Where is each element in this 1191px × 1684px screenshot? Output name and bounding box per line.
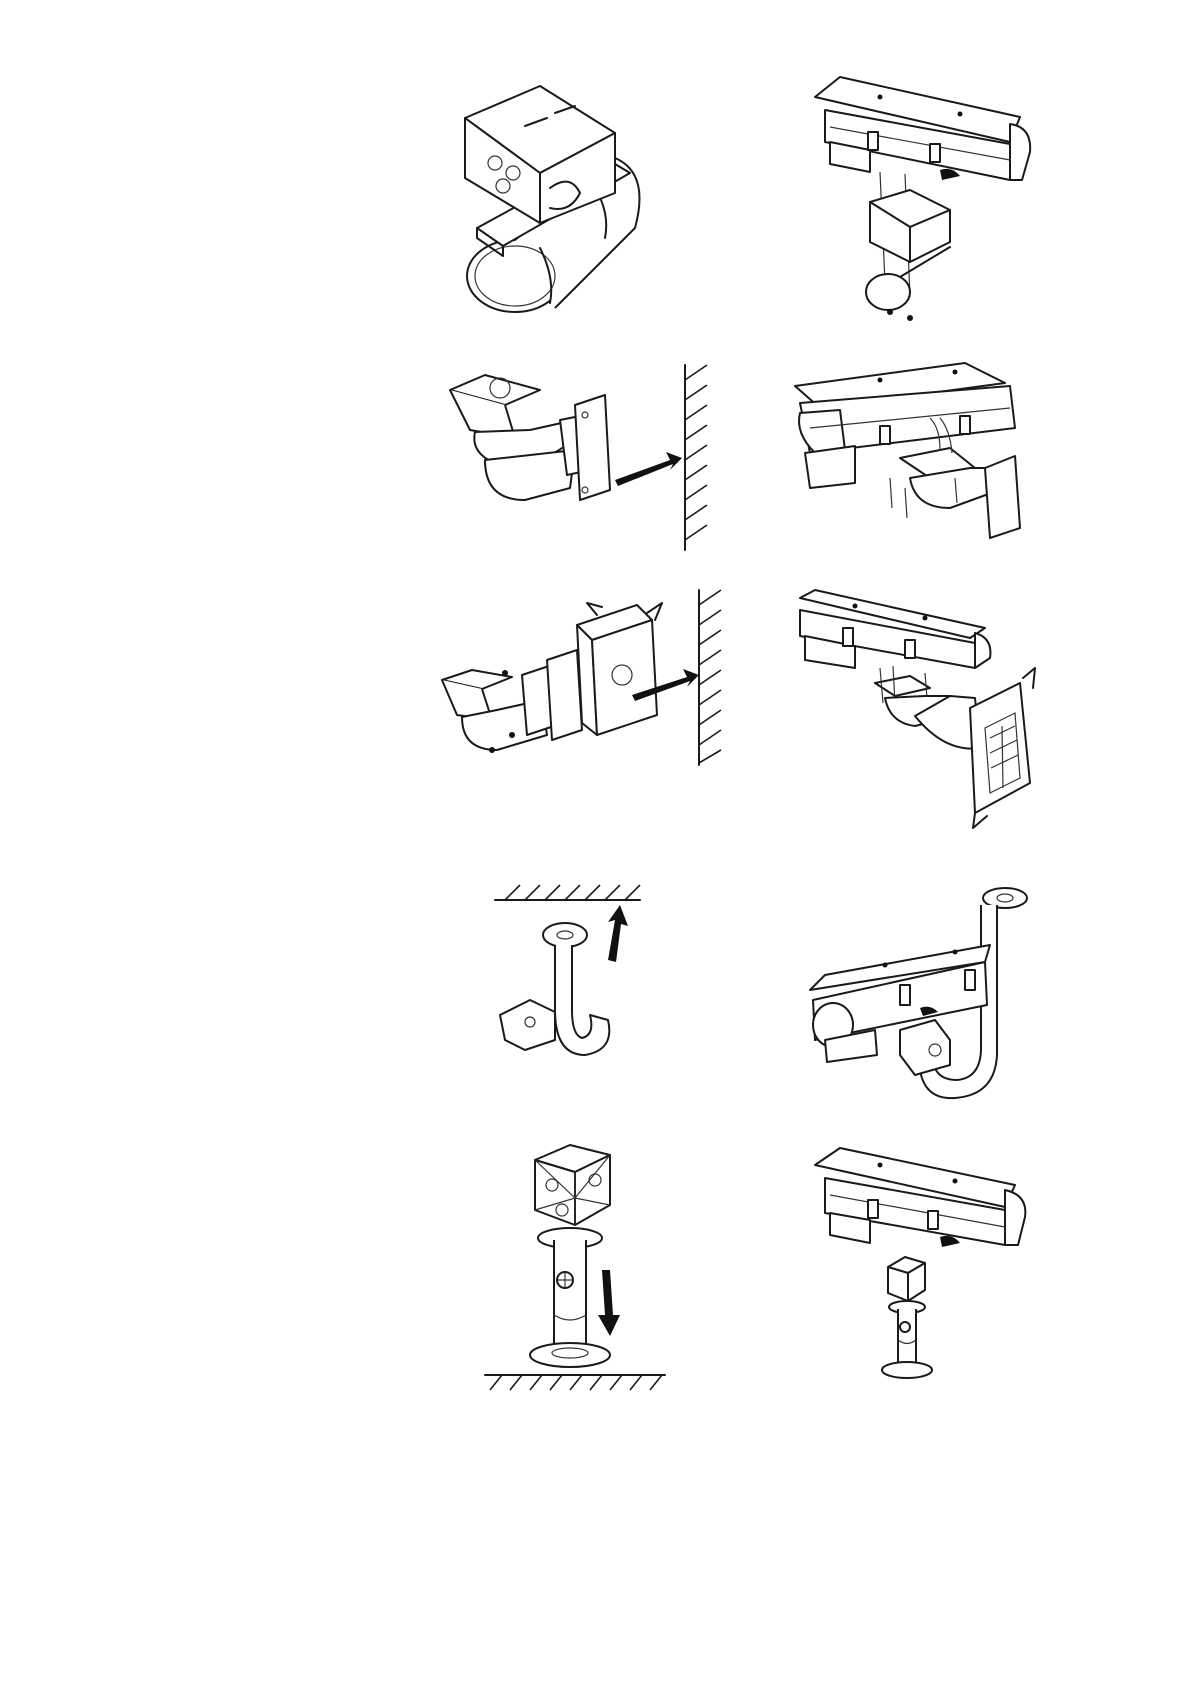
wall-bracket-to-wall-illustration	[445, 360, 715, 555]
housing-on-pole-mount-illustration	[810, 1145, 1032, 1385]
housing-on-wall-bracket-illustration	[790, 358, 1050, 568]
pendant-pipe-to-ceiling-illustration	[490, 880, 645, 1070]
pole-mount-to-floor-illustration	[480, 1140, 670, 1395]
wall-bracket-junction-box-illustration	[437, 585, 727, 770]
housing-on-pipe-clamp-illustration	[810, 72, 1035, 327]
housing-on-pendant-pipe-illustration	[805, 880, 1045, 1120]
housing-on-junction-box-bracket-illustration	[795, 588, 1045, 850]
pipe-clamp-adapter-illustration	[455, 78, 665, 333]
